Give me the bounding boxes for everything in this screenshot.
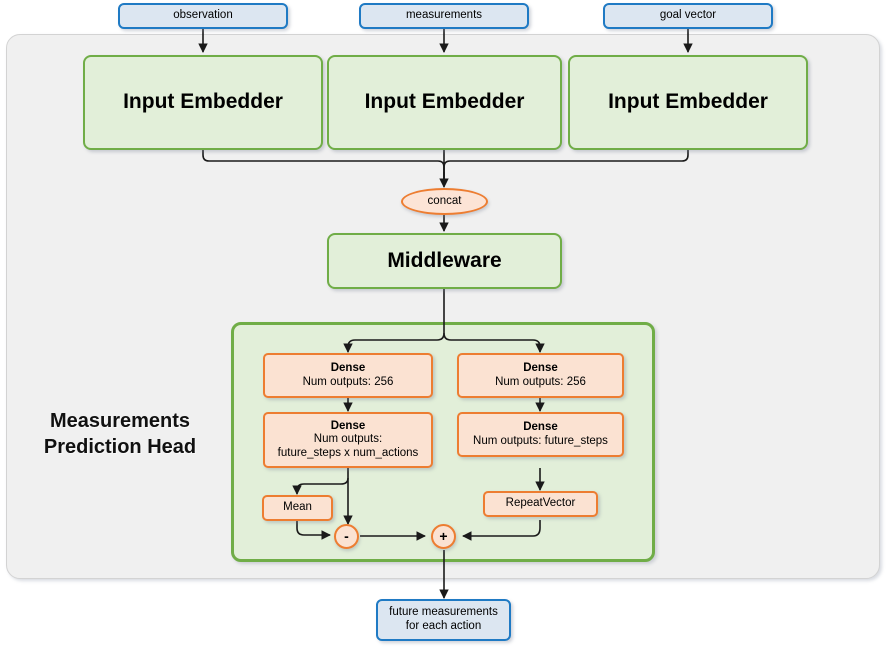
subtract-operator[interactable]: - [334, 524, 359, 549]
head-label-line-2: Prediction Head [43, 436, 197, 458]
right-dense-2[interactable]: Dense Num outputs: future_steps [457, 412, 624, 457]
input-embedder-2-label: Input Embedder [364, 90, 525, 114]
input-embedder-2[interactable]: Input Embedder [327, 55, 562, 150]
left-dense-2-outputs-value: future_steps x num_actions [277, 446, 419, 459]
repeat-vector-node[interactable]: RepeatVector [483, 491, 598, 517]
middleware-node[interactable]: Middleware [327, 233, 562, 289]
add-operator[interactable]: + [431, 524, 456, 549]
left-dense-2-title: Dense [330, 419, 366, 432]
left-dense-1-outputs: Num outputs: 256 [302, 375, 394, 388]
input-observation-label: observation [173, 9, 233, 22]
concat-node[interactable]: concat [401, 188, 488, 215]
output-future-measurements[interactable]: future measurements for each action [376, 599, 511, 641]
concat-label: concat [427, 194, 462, 207]
right-dense-1-title: Dense [523, 361, 558, 374]
right-dense-2-title: Dense [523, 420, 558, 433]
left-dense-1-title: Dense [330, 361, 366, 374]
input-embedder-1-label: Input Embedder [123, 90, 283, 114]
input-goal-vector[interactable]: goal vector [603, 3, 773, 29]
left-dense-2[interactable]: Dense Num outputs: future_steps x num_ac… [263, 412, 433, 468]
right-dense-2-outputs: Num outputs: future_steps [473, 434, 608, 447]
input-goal-vector-label: goal vector [659, 9, 717, 22]
add-operator-symbol: + [439, 528, 448, 545]
input-embedder-3[interactable]: Input Embedder [568, 55, 808, 150]
repeat-vector-label: RepeatVector [505, 497, 576, 510]
output-label-line-2: for each action [405, 620, 482, 632]
middleware-label: Middleware [387, 248, 502, 272]
input-observation[interactable]: observation [118, 3, 288, 29]
input-embedder-1[interactable]: Input Embedder [83, 55, 323, 150]
left-dense-2-outputs-label: Num outputs: [313, 433, 383, 446]
measurements-prediction-head-label: Measurements Prediction Head [18, 408, 222, 460]
input-measurements[interactable]: measurements [359, 3, 529, 29]
left-dense-1[interactable]: Dense Num outputs: 256 [263, 353, 433, 398]
subtract-operator-symbol: - [344, 528, 349, 545]
right-dense-1[interactable]: Dense Num outputs: 256 [457, 353, 624, 398]
mean-label: Mean [283, 501, 312, 514]
output-label-line-1: future measurements [389, 606, 498, 619]
input-embedder-3-label: Input Embedder [608, 90, 768, 114]
mean-node[interactable]: Mean [262, 495, 333, 521]
head-label-line-1: Measurements [49, 410, 191, 432]
right-dense-1-outputs: Num outputs: 256 [495, 375, 586, 388]
input-measurements-label: measurements [405, 9, 483, 22]
